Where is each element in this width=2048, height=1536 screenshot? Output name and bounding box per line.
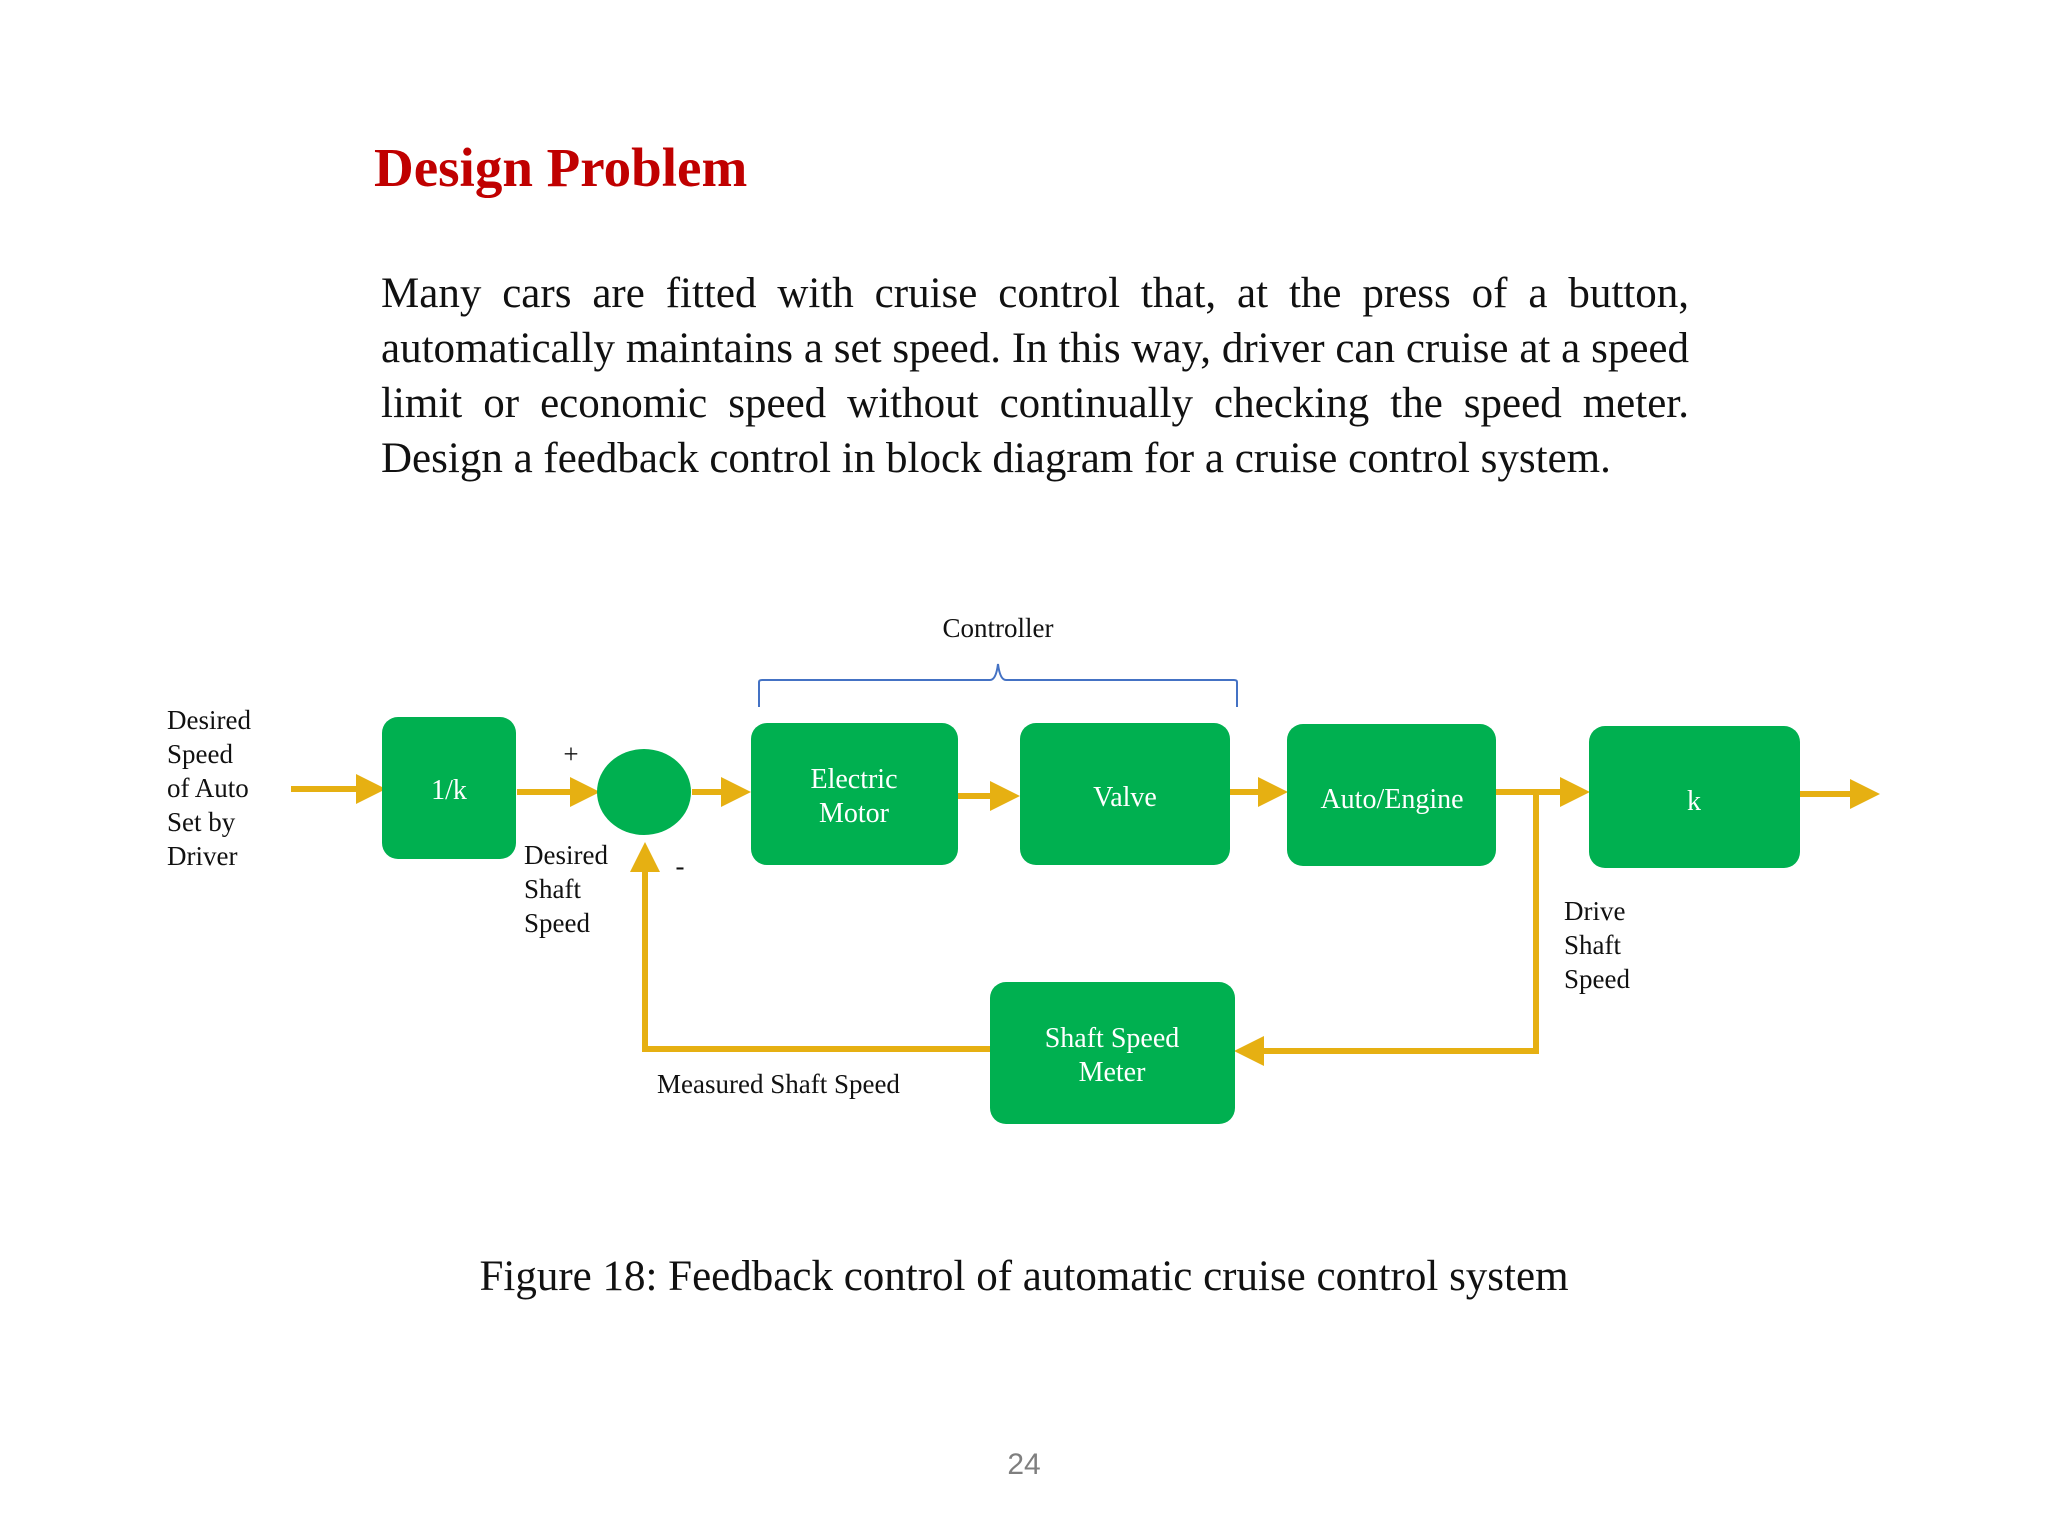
- valve-block: [1020, 723, 1230, 865]
- shaft-speed-meter-label-2: Meter: [1079, 1057, 1147, 1088]
- desired-shaft-speed-3: Speed: [524, 908, 590, 938]
- valve-label: Valve: [1093, 782, 1157, 813]
- input-label-1: Desired: [167, 705, 251, 735]
- gain-label: k: [1687, 786, 1701, 817]
- input-label-5: Driver: [167, 841, 237, 871]
- drive-shaft-speed-3: Speed: [1564, 964, 1630, 994]
- shaft-speed-meter-label-1: Shaft Speed: [1045, 1023, 1180, 1054]
- shaft-speed-meter-block: [990, 982, 1235, 1124]
- feedback-return-wire: [630, 842, 990, 1052]
- minus-sign: -: [676, 851, 685, 881]
- input-label-2: Speed: [167, 739, 233, 769]
- slide-title: Design Problem: [374, 137, 748, 198]
- electric-motor-block: [751, 723, 958, 865]
- page-number: 24: [1007, 1448, 1041, 1481]
- auto-engine-label: Auto/Engine: [1320, 784, 1463, 815]
- problem-statement: Many cars are fitted with cruise control…: [381, 270, 1689, 482]
- input-label-3: of Auto: [167, 773, 249, 803]
- electric-motor-label-1: Electric: [810, 764, 897, 795]
- desired-shaft-speed-2: Shaft: [524, 874, 581, 904]
- auto-engine-block: [1287, 724, 1496, 866]
- summing-junction: [597, 749, 691, 835]
- measured-shaft-speed-label: Measured Shaft Speed: [657, 1069, 900, 1099]
- scale-block-label: 1/k: [431, 775, 467, 806]
- drive-shaft-speed-2: Shaft: [1564, 930, 1621, 960]
- desired-shaft-speed-1: Desired: [524, 840, 608, 870]
- controller-label: Controller: [943, 613, 1054, 643]
- controller-brace: [758, 663, 1238, 707]
- gain-block: [1589, 726, 1800, 868]
- electric-motor-label-2: Motor: [819, 798, 890, 829]
- figure-caption: Figure 18: Feedback control of automatic…: [479, 1253, 1569, 1300]
- feedback-tap-wire: [1234, 792, 1539, 1066]
- scale-block: [382, 717, 516, 859]
- plus-sign: +: [563, 739, 578, 769]
- input-label-4: Set by: [167, 807, 236, 837]
- drive-shaft-speed-1: Drive: [1564, 896, 1625, 926]
